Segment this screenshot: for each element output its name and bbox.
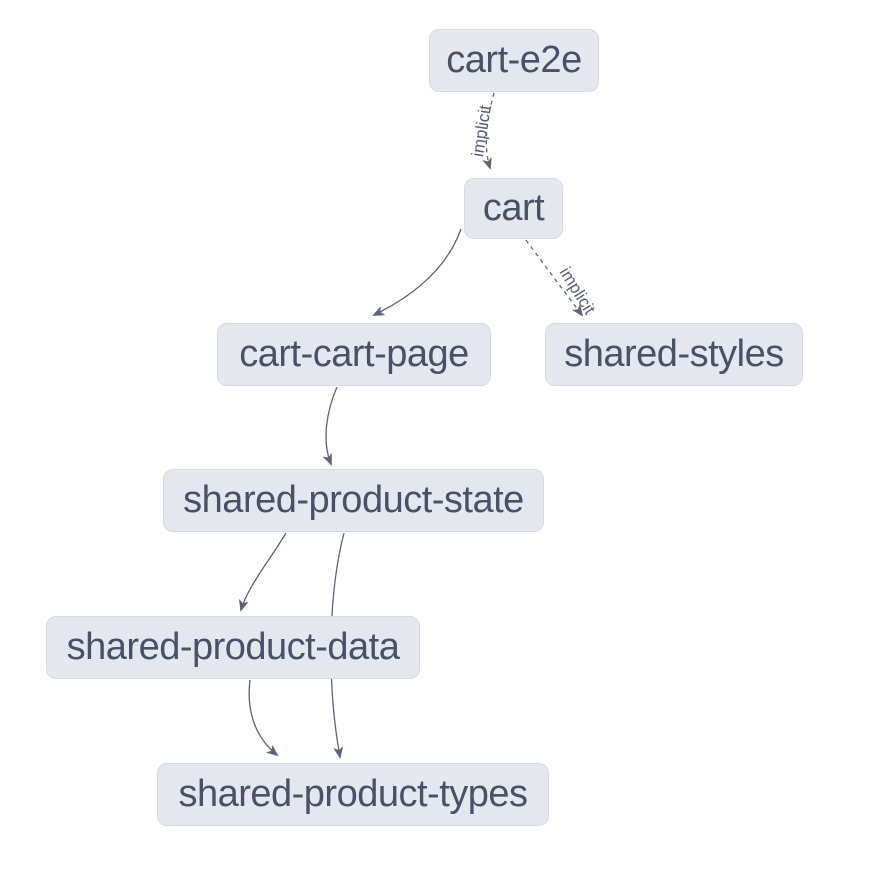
edge-label-implicit-shared-styles: implicit — [556, 264, 600, 318]
node-label: cart-cart-page — [239, 333, 469, 375]
node-label: shared-styles — [564, 333, 784, 375]
node-shared-product-state[interactable]: shared-product-state — [163, 469, 544, 532]
node-label: shared-product-data — [66, 626, 400, 668]
node-label: shared-product-state — [183, 479, 524, 521]
node-label: shared-product-types — [178, 773, 528, 815]
edge-cart-to-shared-styles — [525, 239, 584, 317]
node-label: cart-e2e — [446, 39, 582, 81]
edge-shared-product-state-to-shared-product-data — [239, 532, 287, 612]
edge-label-implicit-cart-e2e: implicit — [468, 104, 495, 159]
node-cart-e2e[interactable]: cart-e2e — [429, 29, 599, 92]
edge-cart-cart-page-to-shared-product-state — [322, 386, 338, 466]
node-cart-cart-page[interactable]: cart-cart-page — [217, 323, 491, 386]
edge-shared-product-data-to-shared-product-types — [248, 679, 279, 757]
node-cart[interactable]: cart — [464, 178, 563, 239]
node-shared-product-types[interactable]: shared-product-types — [157, 763, 549, 826]
node-shared-styles[interactable]: shared-styles — [545, 323, 803, 386]
node-shared-product-data[interactable]: shared-product-data — [46, 616, 420, 679]
edge-cart-to-cart-cart-page — [372, 228, 462, 316]
node-label: cart — [482, 187, 545, 229]
